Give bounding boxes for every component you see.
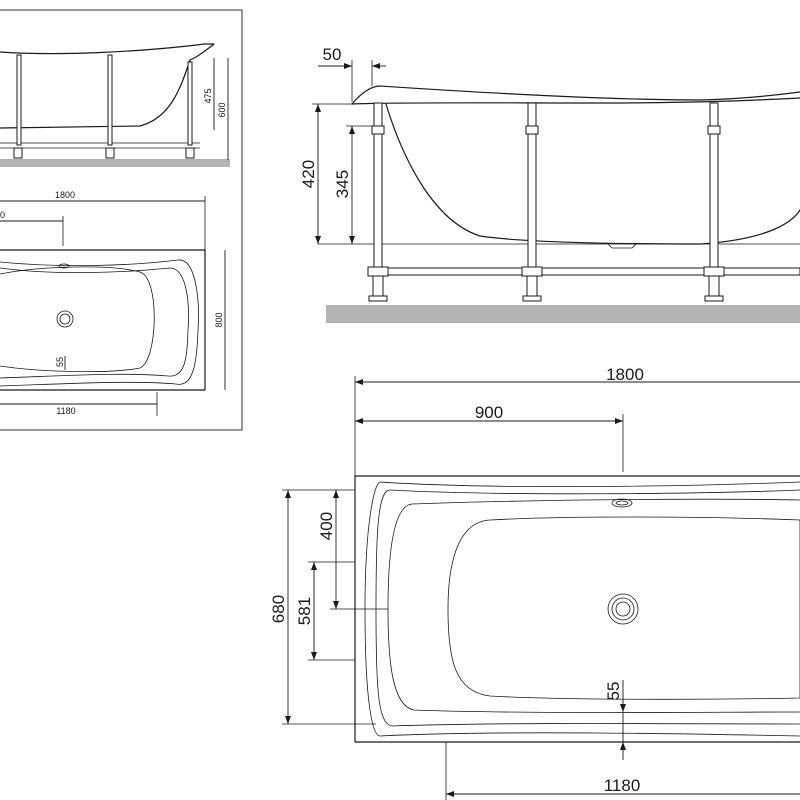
thumbnail-frame — [0, 9, 243, 431]
drain-icon — [607, 593, 639, 625]
dim-drain-55: 55 — [604, 682, 623, 701]
overflow-icon — [611, 498, 633, 508]
dim-inner-depth-345: 345 — [333, 170, 352, 198]
dim-center-400: 400 — [317, 512, 336, 540]
tub-outline — [354, 475, 800, 743]
thumbnail-top-view: 1800 0 800 55 1180 — [0, 190, 226, 416]
tub-body — [385, 103, 800, 245]
main-side-view: 50 420 345 — [299, 45, 800, 323]
thumb-dim-475: 475 — [203, 88, 213, 103]
thumb-dim-600: 600 — [217, 102, 227, 117]
basin-inner-contour — [387, 503, 800, 713]
dim-depth-420: 420 — [299, 160, 318, 188]
thumb-dim-half: 0 — [0, 210, 5, 220]
frame-rail — [367, 267, 800, 276]
dim-lip-50: 50 — [323, 45, 342, 64]
basin-floor-contour — [447, 516, 800, 700]
thumb-dim-800: 800 — [214, 312, 224, 327]
thumbnail-floor — [0, 159, 230, 167]
thumbnail-side-view: 475 600 — [0, 43, 230, 167]
dim-inner-width-581: 581 — [295, 597, 314, 625]
dim-width-680: 680 — [269, 595, 288, 623]
thumb-dim-55: 55 — [55, 357, 65, 367]
thumbnail-panel: 475 600 1800 0 800 55 1180 — [0, 9, 243, 431]
support-leg — [373, 102, 383, 268]
dim-half-length-900: 900 — [475, 403, 503, 422]
dim-inner-length-1180: 1180 — [604, 776, 641, 795]
thumb-dim-1180: 1180 — [56, 406, 75, 416]
floor-strip — [326, 305, 800, 323]
tub-rim — [351, 85, 800, 105]
thumb-dim-1800: 1800 — [55, 190, 75, 200]
main-top-view: 1800 900 680 400 581 55 — [269, 365, 800, 800]
dim-length-1800: 1800 — [606, 365, 644, 384]
